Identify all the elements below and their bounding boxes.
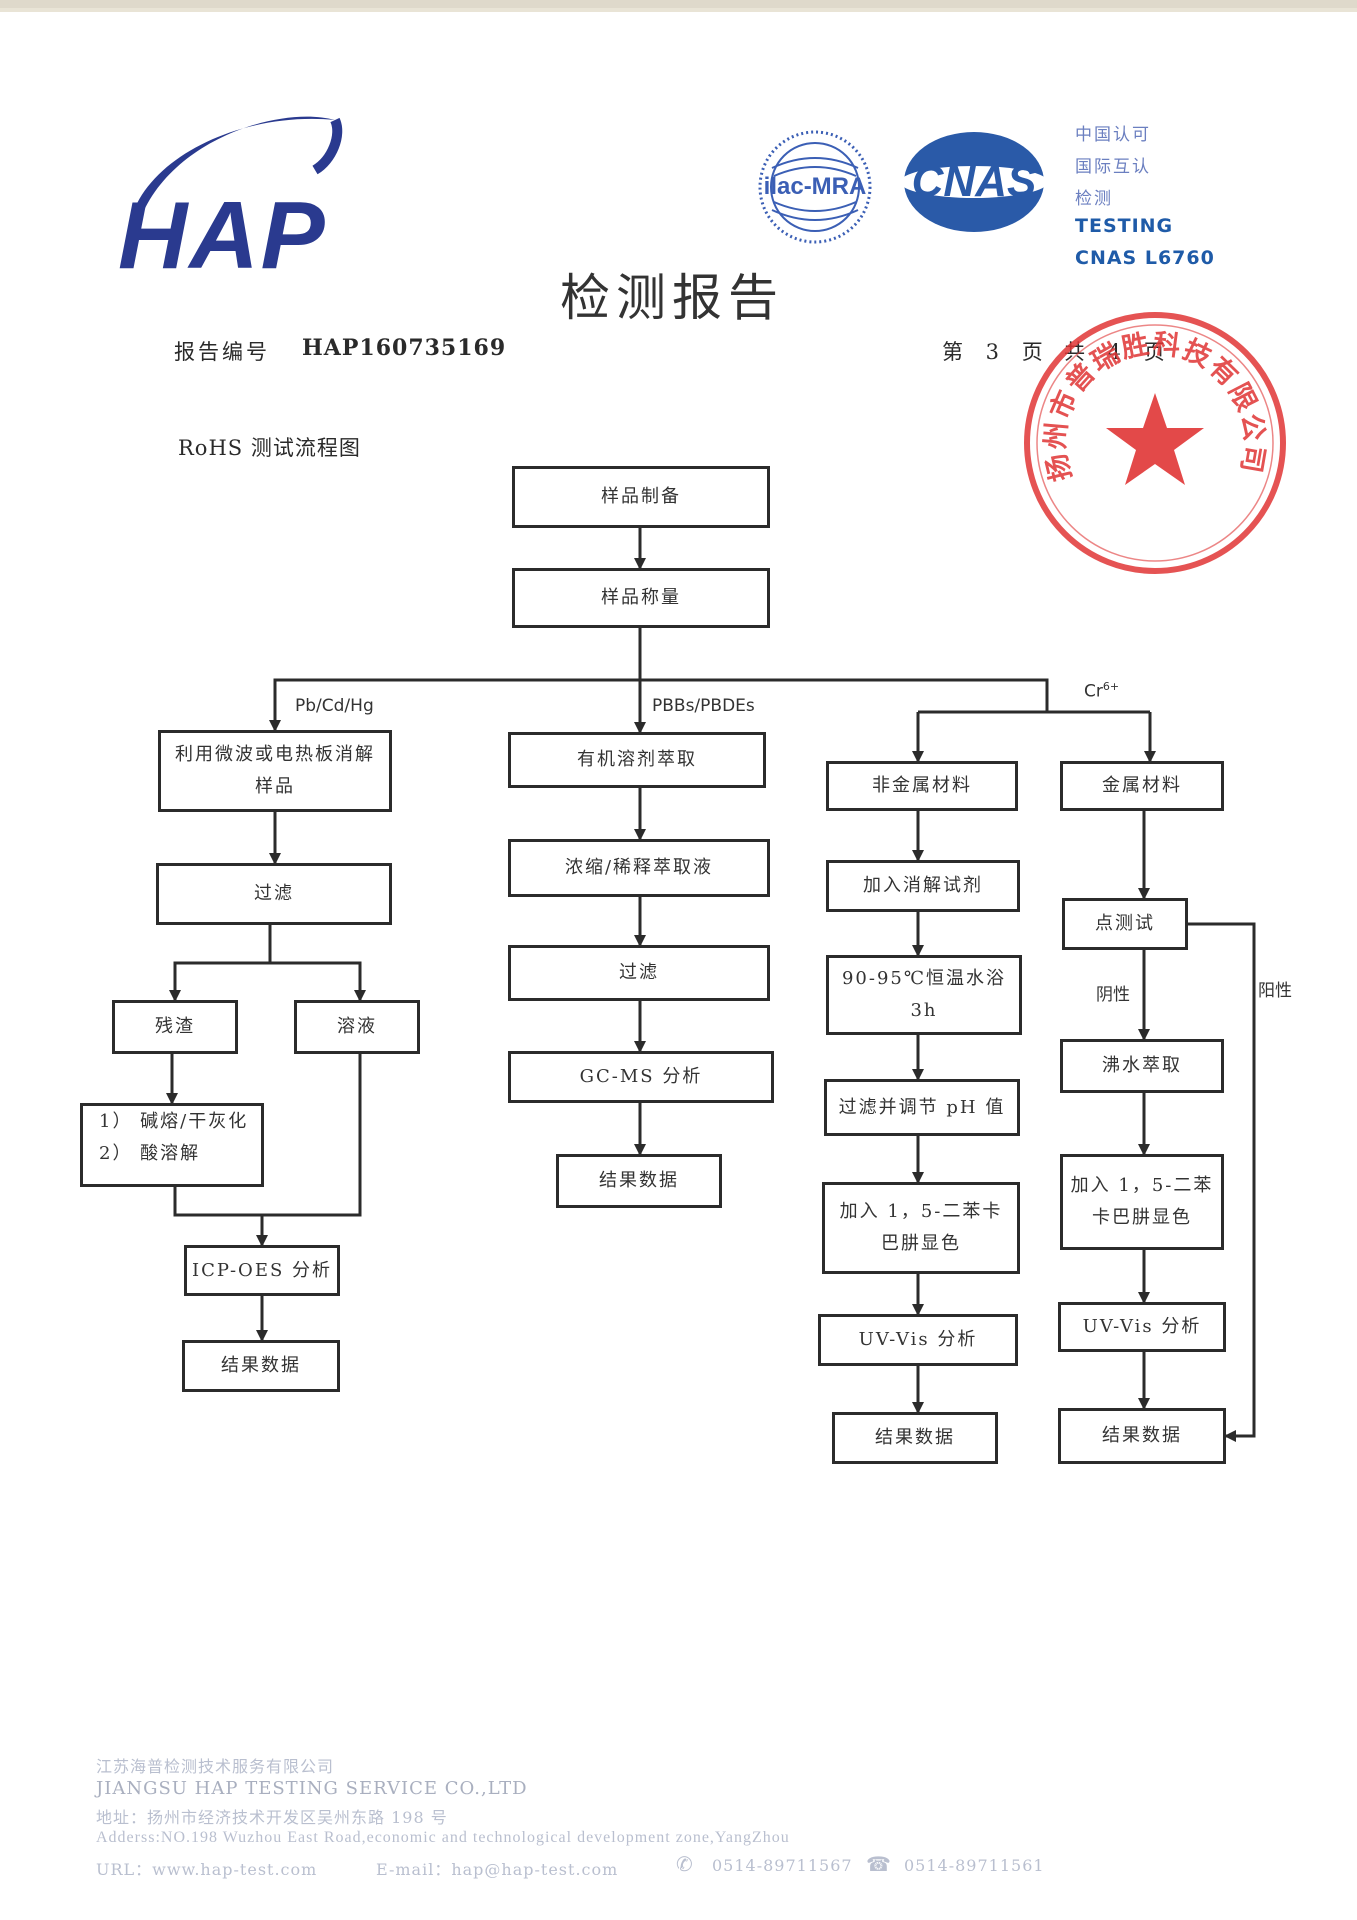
box-boil-extract: 沸水萃取 bbox=[1060, 1039, 1224, 1093]
box-result-1: 结果数据 bbox=[182, 1340, 340, 1392]
box-add-dpc-metal: 加入 1，5-二苯 卡巴肼显色 bbox=[1060, 1154, 1224, 1250]
add-dpc-nonmetal-line-1: 加入 1，5-二苯卡 bbox=[839, 1201, 1003, 1222]
box-solution: 溶液 bbox=[294, 1000, 420, 1054]
box-water-bath: 90-95℃恒温水浴 3h bbox=[826, 955, 1022, 1035]
box-sample-weigh: 样品称量 bbox=[512, 568, 770, 628]
box-organic-extraction: 有机溶剂萃取 bbox=[508, 732, 766, 788]
hap-logo: HAP bbox=[118, 116, 343, 289]
water-bath-time: 3h bbox=[910, 1000, 938, 1021]
report-number: HAP160735169 bbox=[302, 335, 507, 361]
box-metal: 金属材料 bbox=[1060, 761, 1224, 811]
box-alkali-fusion: 1） 碱熔/干灰化 2） 酸溶解 bbox=[80, 1103, 264, 1187]
footer-address-en: Adderss:NO.198 Wuzhou East Road,economic… bbox=[96, 1829, 790, 1846]
cnas-logo-text: CNAS bbox=[912, 157, 1037, 206]
add-dpc-metal-line-2: 卡巴肼显色 bbox=[1092, 1207, 1192, 1228]
page-number: 第 3 页 bbox=[942, 340, 1051, 364]
box-icp-oes: ICP-OES 分析 bbox=[184, 1245, 340, 1296]
footer-address-cn: 地址：扬州市经济技术开发区吴州东路 198 号 bbox=[96, 1808, 448, 1827]
box-microwave-digest: 利用微波或电热板消解样品 bbox=[158, 730, 392, 812]
box-uvvis-1: UV-Vis 分析 bbox=[818, 1314, 1018, 1366]
report-title: 检测报告 bbox=[560, 269, 784, 327]
add-dpc-metal-line-1: 加入 1，5-二苯 bbox=[1070, 1175, 1214, 1196]
report-number-label: 报告编号 bbox=[174, 340, 270, 364]
footer-company-en: JIANGSU HAP TESTING SERVICE CO.,LTD bbox=[96, 1778, 528, 1799]
box-uvvis-2: UV-Vis 分析 bbox=[1058, 1302, 1226, 1352]
footer-url: URL：www.hap-test.com bbox=[96, 1860, 318, 1879]
cert-line-cn-recognition: 中国认可 bbox=[1075, 125, 1151, 145]
box-concentrate: 浓缩/稀释萃取液 bbox=[508, 839, 770, 897]
footer-fax: 0514-89711561 bbox=[904, 1856, 1045, 1875]
box-nonmetal: 非金属材料 bbox=[826, 761, 1018, 811]
water-bath-temp: 90-95℃恒温水浴 bbox=[841, 968, 1007, 989]
label-pb-cd-hg: Pb/Cd/Hg bbox=[295, 696, 374, 716]
label-cr6: Cr6+ bbox=[1084, 680, 1120, 702]
cert-line-cnas-number: CNAS L6760 bbox=[1075, 247, 1215, 269]
company-seal: 扬州市普瑞胜科技有限公司 bbox=[1024, 312, 1286, 574]
cert-line-testing: TESTING bbox=[1075, 215, 1174, 237]
hap-logo-text: HAP bbox=[118, 182, 327, 289]
ilac-mra-text: ilac-MRA bbox=[764, 173, 867, 200]
box-add-digest-reagent: 加入消解试剂 bbox=[826, 860, 1020, 912]
label-negative: 阴性 bbox=[1096, 985, 1130, 1005]
footer-tel: 0514-89711567 bbox=[712, 1856, 853, 1875]
footer-email: E-mail：hap@hap-test.com bbox=[376, 1860, 619, 1879]
box-sample-prep: 样品制备 bbox=[512, 466, 770, 528]
box-result-4: 结果数据 bbox=[1058, 1408, 1226, 1464]
cert-line-cn-mutual: 国际互认 bbox=[1075, 157, 1151, 177]
box-filter-ph: 过滤并调节 pH 值 bbox=[824, 1079, 1020, 1136]
phone-icon: ✆ bbox=[676, 1852, 694, 1876]
box-spot-test: 点测试 bbox=[1062, 898, 1188, 950]
alkali-fusion-step-1: 1） 碱熔/干灰化 bbox=[99, 1111, 249, 1132]
flowchart-title: RoHS 测试流程图 bbox=[178, 436, 361, 460]
box-filter-1: 过滤 bbox=[156, 863, 392, 925]
scan-top-edge-shadow bbox=[0, 8, 1357, 12]
cnas-logo: CNAS bbox=[900, 132, 1048, 232]
box-filter-2: 过滤 bbox=[508, 945, 770, 1001]
box-gc-ms: GC-MS 分析 bbox=[508, 1051, 774, 1103]
footer-company-cn: 江苏海普检测技术服务有限公司 bbox=[96, 1757, 335, 1776]
label-pbbs-pbdes: PBBs/PBDEs bbox=[652, 696, 755, 716]
fax-icon: ☎ bbox=[866, 1852, 892, 1876]
alkali-fusion-step-2: 2） 酸溶解 bbox=[99, 1143, 201, 1164]
box-add-dpc-nonmetal: 加入 1，5-二苯卡 巴肼显色 bbox=[822, 1182, 1020, 1274]
label-cr6-charge: 6+ bbox=[1102, 680, 1120, 693]
label-positive: 阳性 bbox=[1258, 981, 1292, 1001]
cert-line-cn-testing: 检测 bbox=[1075, 189, 1113, 209]
box-result-3: 结果数据 bbox=[832, 1412, 998, 1464]
box-residue: 残渣 bbox=[112, 1000, 238, 1054]
ilac-mra-logo: ilac-MRA bbox=[758, 130, 872, 244]
box-result-2: 结果数据 bbox=[556, 1154, 722, 1208]
scan-top-edge bbox=[0, 0, 1357, 8]
seal-star-icon bbox=[1106, 393, 1204, 485]
add-dpc-nonmetal-line-2: 巴肼显色 bbox=[881, 1233, 961, 1254]
